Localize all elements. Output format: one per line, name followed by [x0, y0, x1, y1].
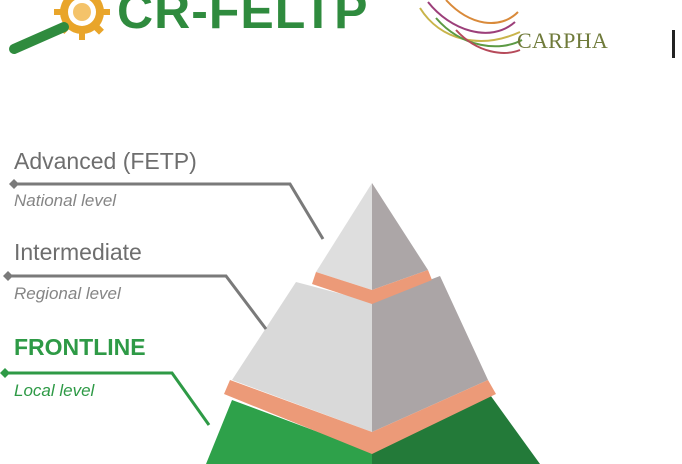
connector-intermediate	[3, 271, 268, 330]
level-frontline-title: FRONTLINE	[14, 334, 146, 360]
connector-frontline	[0, 368, 211, 426]
level-frontline-subtitle: Local level	[14, 381, 95, 400]
level-intermediate-subtitle: Regional level	[14, 284, 121, 303]
pyramid-tier-advanced-left	[316, 183, 372, 290]
level-advanced-subtitle: National level	[14, 191, 117, 210]
pyramid	[206, 183, 540, 464]
level-intermediate-title: Intermediate	[14, 239, 142, 265]
pyramid-tier-intermediate-left	[232, 282, 372, 432]
pyramid-tier-advanced-right	[372, 183, 428, 290]
carpha-logo-icon	[419, 0, 523, 54]
pyramid-band-lower	[224, 380, 496, 454]
pyramid-band-upper	[312, 270, 432, 304]
cr-feltp-logo-text: CR-FELTP	[117, 0, 369, 39]
carpha-logo-text: CARPHA	[517, 28, 609, 53]
cr-feltp-logo-icon	[9, 0, 110, 54]
pyramid-tier-frontline-right	[372, 392, 540, 464]
level-advanced-title: Advanced (FETP)	[14, 148, 197, 174]
header-divider	[672, 30, 675, 58]
connector-advanced	[9, 179, 325, 240]
pyramid-tier-frontline-left	[206, 400, 372, 464]
